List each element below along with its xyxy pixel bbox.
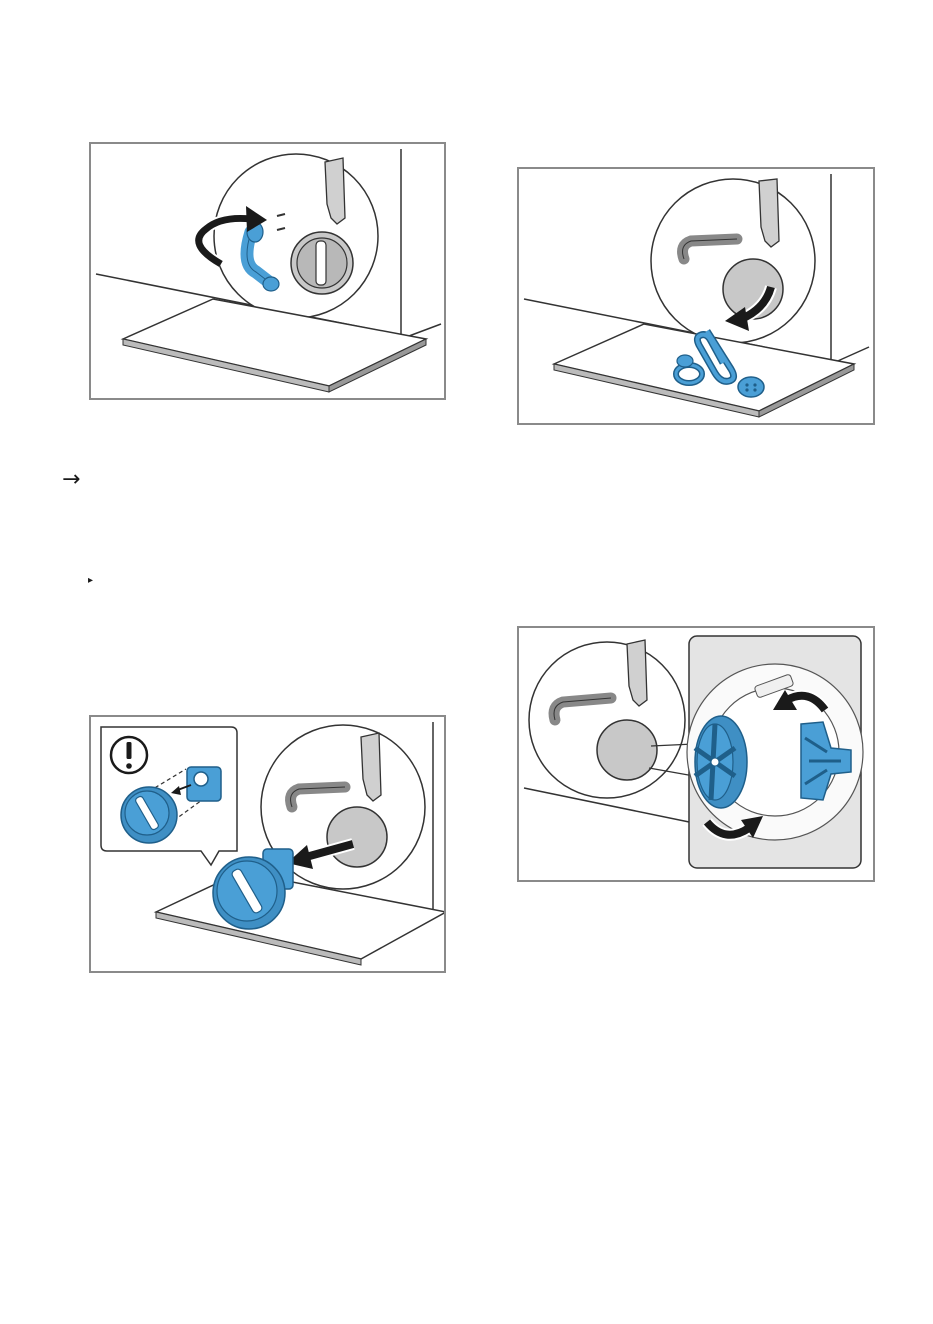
button-icon [738,377,764,397]
drain-hose-illustration [91,144,446,400]
figure-pump-impeller [517,626,875,882]
figure-pump-cover [89,715,446,973]
caution-inset [101,727,237,865]
exclamation-icon [111,737,147,773]
step-bullet-icon: ▸ [88,575,93,587]
figure-foreign-objects [517,167,875,425]
pump-impeller-illustration [519,628,875,882]
impeller-icon [695,716,747,808]
cross-reference-arrow: → [62,468,80,492]
figure-drain-hose [89,142,446,400]
foreign-objects-illustration [519,169,875,425]
pump-cover-illustration [91,717,446,973]
